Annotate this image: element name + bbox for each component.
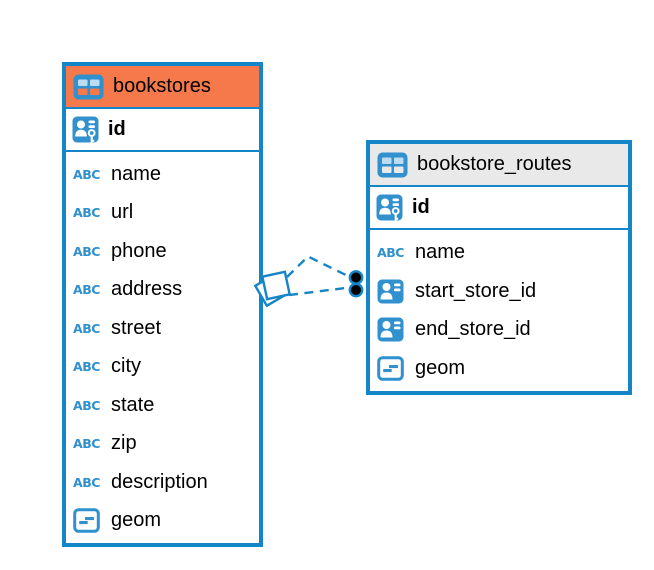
column-row-city[interactable]: ABC city bbox=[66, 347, 259, 386]
text-type-icon: ABC bbox=[73, 320, 100, 336]
column-row-name[interactable]: ABC name bbox=[370, 233, 628, 272]
text-type-icon: ABC bbox=[73, 436, 100, 452]
column-list-routes: ABC name start_store_id bbox=[370, 230, 628, 391]
relationship-target-marker bbox=[348, 270, 364, 298]
column-row-end-store-id[interactable]: end_store_id bbox=[370, 310, 628, 350]
table-bookstores[interactable]: bookstores id ABC bbox=[62, 62, 263, 547]
pk-row-bookstores-id[interactable]: id bbox=[66, 109, 259, 152]
column-name: zip bbox=[111, 432, 137, 455]
text-type-icon: ABC bbox=[73, 282, 100, 298]
column-row-geom[interactable]: geom bbox=[66, 501, 259, 540]
column-name: name bbox=[111, 162, 162, 185]
column-name: name bbox=[415, 240, 466, 263]
pk-row-routes-id[interactable]: id bbox=[370, 187, 628, 230]
table-bookstore-routes-header[interactable]: bookstore_routes bbox=[370, 144, 628, 187]
column-name: phone bbox=[111, 239, 167, 262]
column-row-state[interactable]: ABC state bbox=[66, 386, 259, 425]
column-name: city bbox=[111, 355, 141, 378]
reference-type-icon bbox=[376, 317, 405, 342]
column-name: state bbox=[111, 393, 155, 416]
geometry-type-icon bbox=[72, 508, 101, 534]
text-type-icon: ABC bbox=[73, 359, 100, 375]
pk-column-name: id bbox=[412, 196, 430, 218]
text-type-icon: ABC bbox=[73, 205, 100, 221]
column-row-address[interactable]: ABC address bbox=[66, 270, 259, 309]
column-row-geom[interactable]: geom bbox=[370, 349, 628, 388]
column-list-bookstores: ABC name ABC url ABC phone ABC address A… bbox=[66, 152, 259, 543]
text-type-icon: ABC bbox=[73, 243, 100, 259]
pk-column-name: id bbox=[108, 118, 126, 140]
reference-type-icon bbox=[376, 279, 405, 304]
table-bookstore-routes[interactable]: bookstore_routes id ABC bbox=[366, 140, 632, 395]
column-name: geom bbox=[415, 357, 466, 380]
column-row-description[interactable]: ABC description bbox=[66, 463, 259, 502]
relationship-line-lower bbox=[288, 286, 351, 297]
text-type-icon: ABC bbox=[73, 166, 100, 182]
column-row-name[interactable]: ABC name bbox=[66, 155, 259, 194]
column-row-url[interactable]: ABC url bbox=[66, 193, 259, 232]
table-icon bbox=[73, 74, 104, 100]
table-bookstores-header[interactable]: bookstores bbox=[66, 66, 259, 109]
column-row-phone[interactable]: ABC phone bbox=[66, 232, 259, 271]
column-row-zip[interactable]: ABC zip bbox=[66, 424, 259, 463]
column-name: description bbox=[111, 470, 208, 493]
text-type-icon: ABC bbox=[73, 397, 100, 413]
geometry-type-icon bbox=[376, 356, 405, 381]
table-name: bookstore_routes bbox=[417, 153, 572, 175]
column-name: geom bbox=[111, 509, 162, 532]
relationship-line-upper bbox=[286, 255, 352, 279]
column-name: end_store_id bbox=[415, 318, 531, 341]
column-name: street bbox=[111, 316, 162, 339]
column-name: url bbox=[111, 201, 134, 224]
primary-key-icon bbox=[376, 194, 403, 222]
column-name: start_store_id bbox=[415, 279, 537, 302]
table-icon bbox=[377, 152, 408, 178]
table-name: bookstores bbox=[113, 75, 211, 97]
column-name: address bbox=[111, 278, 183, 301]
text-type-icon: ABC bbox=[377, 244, 404, 260]
text-type-icon: ABC bbox=[73, 474, 100, 490]
column-row-street[interactable]: ABC street bbox=[66, 309, 259, 348]
primary-key-icon bbox=[72, 116, 99, 144]
column-row-start-store-id[interactable]: start_store_id bbox=[370, 271, 628, 311]
